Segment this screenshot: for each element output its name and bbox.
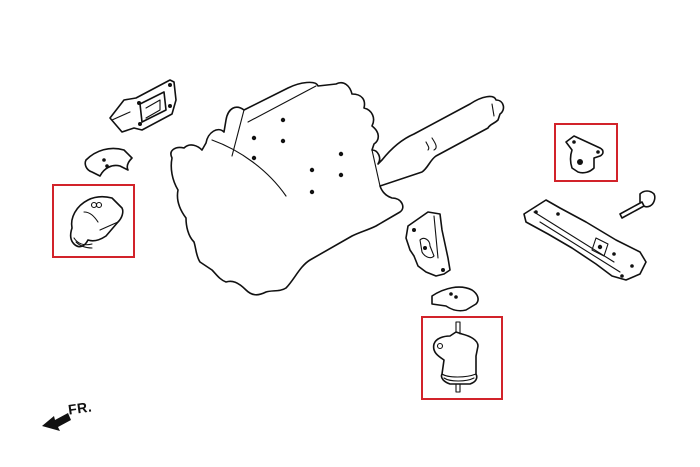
highlight-box-transmission-mount — [554, 123, 618, 182]
heat-shield-right — [431, 286, 479, 312]
highlight-box-engine-mount-right — [421, 316, 503, 400]
heat-shield-left — [84, 147, 133, 177]
highlight-box-engine-mount-left — [52, 184, 135, 258]
engine-mount-left — [69, 195, 124, 249]
engine-bracket-right — [405, 211, 451, 277]
front-direction-label: FR. — [67, 398, 94, 418]
mount-bolt — [619, 190, 656, 219]
upper-bracket-left — [109, 79, 177, 133]
arrow-left-icon — [42, 413, 71, 431]
engine-mount-right — [432, 321, 479, 393]
transmission-mount — [565, 135, 604, 174]
transmission-crossmember — [523, 199, 647, 281]
engine-transmission-assembly — [170, 81, 505, 296]
